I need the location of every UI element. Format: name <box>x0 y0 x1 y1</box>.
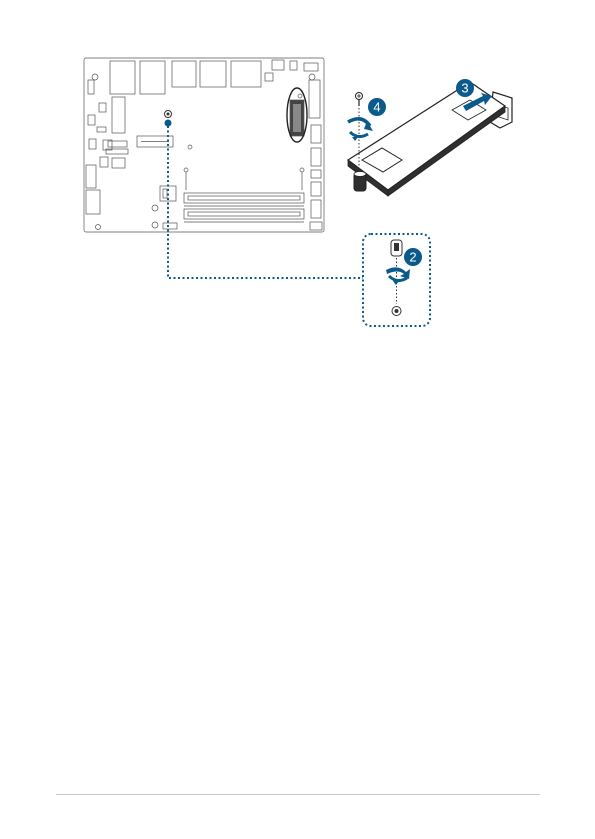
m2-installation-diagram: 2 4 3 <box>0 0 595 360</box>
m2-module-assembly: 4 3 <box>348 79 512 196</box>
footer-divider <box>56 794 540 795</box>
screw-hole-icon <box>392 307 401 316</box>
step-4-number: 4 <box>373 100 380 115</box>
step-2-number: 2 <box>409 250 416 265</box>
module-standoff-icon <box>354 172 366 192</box>
standoff-icon <box>391 240 402 256</box>
screw-icon <box>356 93 363 107</box>
step-3-number: 3 <box>461 81 468 96</box>
motherboard <box>84 58 324 232</box>
standoff-callout: 2 <box>363 234 430 326</box>
